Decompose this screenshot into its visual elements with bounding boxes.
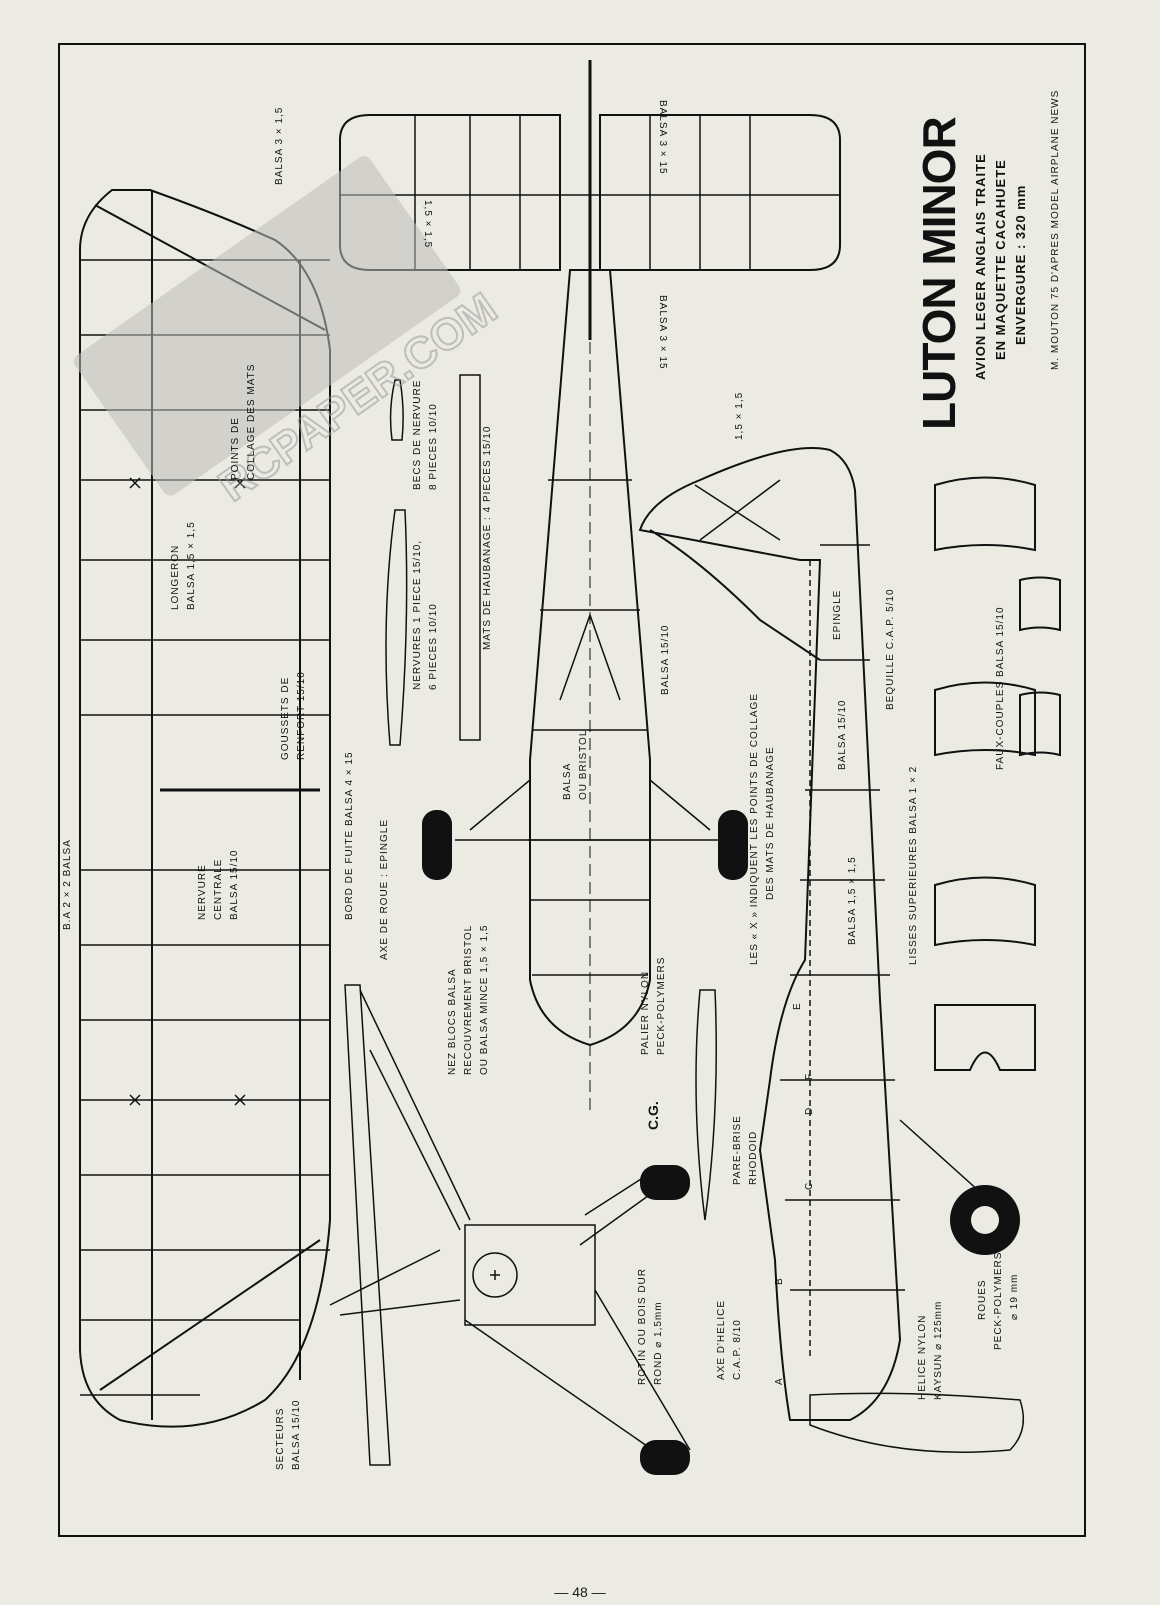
plan-title: LUTON MINOR xyxy=(913,117,965,430)
front-view-wheels[interactable] xyxy=(640,1165,690,1475)
svg-text:GOUSSETS DE: GOUSSETS DE xyxy=(280,677,291,760)
wheels-top-view[interactable] xyxy=(422,810,748,880)
svg-text:MATS DE HAUBANAGE : 4 PIECES 1: MATS DE HAUBANAGE : 4 PIECES 15/10 xyxy=(482,426,493,650)
svg-text:BECS DE NERVURE: BECS DE NERVURE xyxy=(412,380,423,490)
svg-text:CENTRALE: CENTRALE xyxy=(213,859,224,920)
svg-text:BEQUILLE C.A.P. 5/10: BEQUILLE C.A.P. 5/10 xyxy=(885,588,896,710)
svg-text:OU BRISTOL: OU BRISTOL xyxy=(578,730,589,800)
svg-text:BALSA 15/10: BALSA 15/10 xyxy=(660,625,671,696)
fuselage-top-view xyxy=(455,269,725,1110)
svg-text:RENFORT 15/10: RENFORT 15/10 xyxy=(296,671,307,760)
svg-text:C: C xyxy=(804,1182,815,1190)
front-strut-view xyxy=(329,984,691,1466)
svg-text:NEZ BLOCS BALSA: NEZ BLOCS BALSA xyxy=(447,968,458,1075)
svg-text:PECK-POLYMERS: PECK-POLYMERS xyxy=(656,957,667,1055)
svg-text:LISSES SUPERIEURES BALSA 1 × 2: LISSES SUPERIEURES BALSA 1 × 2 xyxy=(908,766,919,965)
svg-text:8 PIECES 10/10: 8 PIECES 10/10 xyxy=(428,403,439,490)
svg-text:B: B xyxy=(774,1277,785,1285)
svg-text:DES MATS DE HAUBANAGE: DES MATS DE HAUBANAGE xyxy=(765,746,776,900)
svg-text:FAUX-COUPLES BALSA 15/10: FAUX-COUPLES BALSA 15/10 xyxy=(995,606,1006,770)
title-block: LUTON MINOR AVION LEGER ANGLAIS TRAITE E… xyxy=(913,90,1061,430)
svg-text:C.A.P. 8/10: C.A.P. 8/10 xyxy=(732,1319,743,1380)
former-sections xyxy=(934,476,1061,1071)
svg-text:LES « X » INDIQUENT LES POINTS: LES « X » INDIQUENT LES POINTS DE COLLAG… xyxy=(749,693,760,965)
svg-text:BALSA 15/10: BALSA 15/10 xyxy=(837,700,848,771)
svg-text:AXE D'HELICE: AXE D'HELICE xyxy=(716,1300,727,1380)
page-number: — 48 — xyxy=(554,1584,606,1600)
svg-text:BALSA 15/10: BALSA 15/10 xyxy=(229,850,240,921)
svg-text:F: F xyxy=(804,1073,815,1080)
svg-text:HELICE NYLON: HELICE NYLON xyxy=(917,1315,928,1400)
svg-text:PARE-BRISE: PARE-BRISE xyxy=(732,1115,743,1185)
svg-text:BALSA 3 × 15: BALSA 3 × 15 xyxy=(657,295,668,370)
svg-text:RHODOID: RHODOID xyxy=(748,1131,759,1185)
svg-text:COLLAGE DES MATS: COLLAGE DES MATS xyxy=(246,364,257,480)
svg-text:KAYSUN ⌀ 125mm: KAYSUN ⌀ 125mm xyxy=(933,1301,944,1400)
svg-text:ROUES: ROUES xyxy=(977,1279,988,1320)
subtitle-line-3: ENVERGURE : 320 mm xyxy=(1013,185,1028,345)
svg-text:BORD DE FUITE BALSA 4 × 15: BORD DE FUITE BALSA 4 × 15 xyxy=(344,751,355,920)
svg-text:BALSA 1,5 × 1,5: BALSA 1,5 × 1,5 xyxy=(847,856,858,945)
rib-parts xyxy=(385,374,481,746)
fuselage-side-view xyxy=(638,447,1025,1453)
plan-labels: B.A 2 × 2 BALSA LONGERON BALSA 1,5 × 1,5… xyxy=(62,100,1020,1470)
svg-text:OU BALSA MINCE 1,5 × 1,5: OU BALSA MINCE 1,5 × 1,5 xyxy=(479,925,490,1075)
subtitle-line-1: AVION LEGER ANGLAIS TRAITE xyxy=(973,153,988,380)
svg-text:EPINGLE: EPINGLE xyxy=(832,590,843,640)
svg-text:NERVURE: NERVURE xyxy=(197,864,208,920)
credit-line: M. MOUTON 75 D'APRES MODEL AIRPLANE NEWS xyxy=(1050,90,1061,370)
svg-text:RECOUVREMENT BRISTOL: RECOUVREMENT BRISTOL xyxy=(463,925,474,1075)
svg-text:1,5 × 1,5: 1,5 × 1,5 xyxy=(734,392,745,440)
svg-text:BALSA 1,5 × 1,5: BALSA 1,5 × 1,5 xyxy=(186,521,197,610)
svg-text:BALSA 3 × 1,5: BALSA 3 × 1,5 xyxy=(274,107,285,185)
svg-text:BALSA 3 × 15: BALSA 3 × 15 xyxy=(657,100,668,175)
subtitle-line-2: EN MAQUETTE CACAHUETE xyxy=(993,159,1008,360)
svg-text:NERVURES 1 PIECE 15/10,: NERVURES 1 PIECE 15/10, xyxy=(412,540,423,690)
svg-text:PECK-POLYMERS: PECK-POLYMERS xyxy=(993,1252,1004,1350)
station-letters: A B C D E F xyxy=(774,1002,815,1385)
svg-text:ROTIN OU BOIS DUR: ROTIN OU BOIS DUR xyxy=(637,1268,648,1385)
svg-text:POINTS DE: POINTS DE xyxy=(230,417,241,480)
plan-border xyxy=(58,43,1086,1537)
svg-text:SECTEURS: SECTEURS xyxy=(275,1408,286,1470)
svg-text:BALSA: BALSA xyxy=(562,763,573,800)
watermark: RCPAPER.COM xyxy=(74,156,507,512)
svg-text:LONGERON: LONGERON xyxy=(170,545,181,610)
svg-text:BALSA 15/10: BALSA 15/10 xyxy=(291,1400,302,1471)
svg-text:A: A xyxy=(774,1377,785,1385)
svg-text:ROND ⌀ 1,5mm: ROND ⌀ 1,5mm xyxy=(653,1301,664,1385)
svg-text:6 PIECES 10/10: 6 PIECES 10/10 xyxy=(428,603,439,690)
svg-text:AXE DE ROUE : EPINGLE: AXE DE ROUE : EPINGLE xyxy=(379,819,390,960)
svg-text:B.A 2 × 2 BALSA: B.A 2 × 2 BALSA xyxy=(62,839,73,930)
svg-text:D: D xyxy=(804,1107,815,1115)
svg-text:C.G.: C.G. xyxy=(645,1101,661,1130)
svg-text:1,5 × 1,5: 1,5 × 1,5 xyxy=(422,200,433,248)
svg-text:PALIER NYLON: PALIER NYLON xyxy=(640,971,651,1055)
svg-text:E: E xyxy=(792,1002,803,1010)
svg-text:⌀ 19 mm: ⌀ 19 mm xyxy=(1009,1274,1020,1320)
